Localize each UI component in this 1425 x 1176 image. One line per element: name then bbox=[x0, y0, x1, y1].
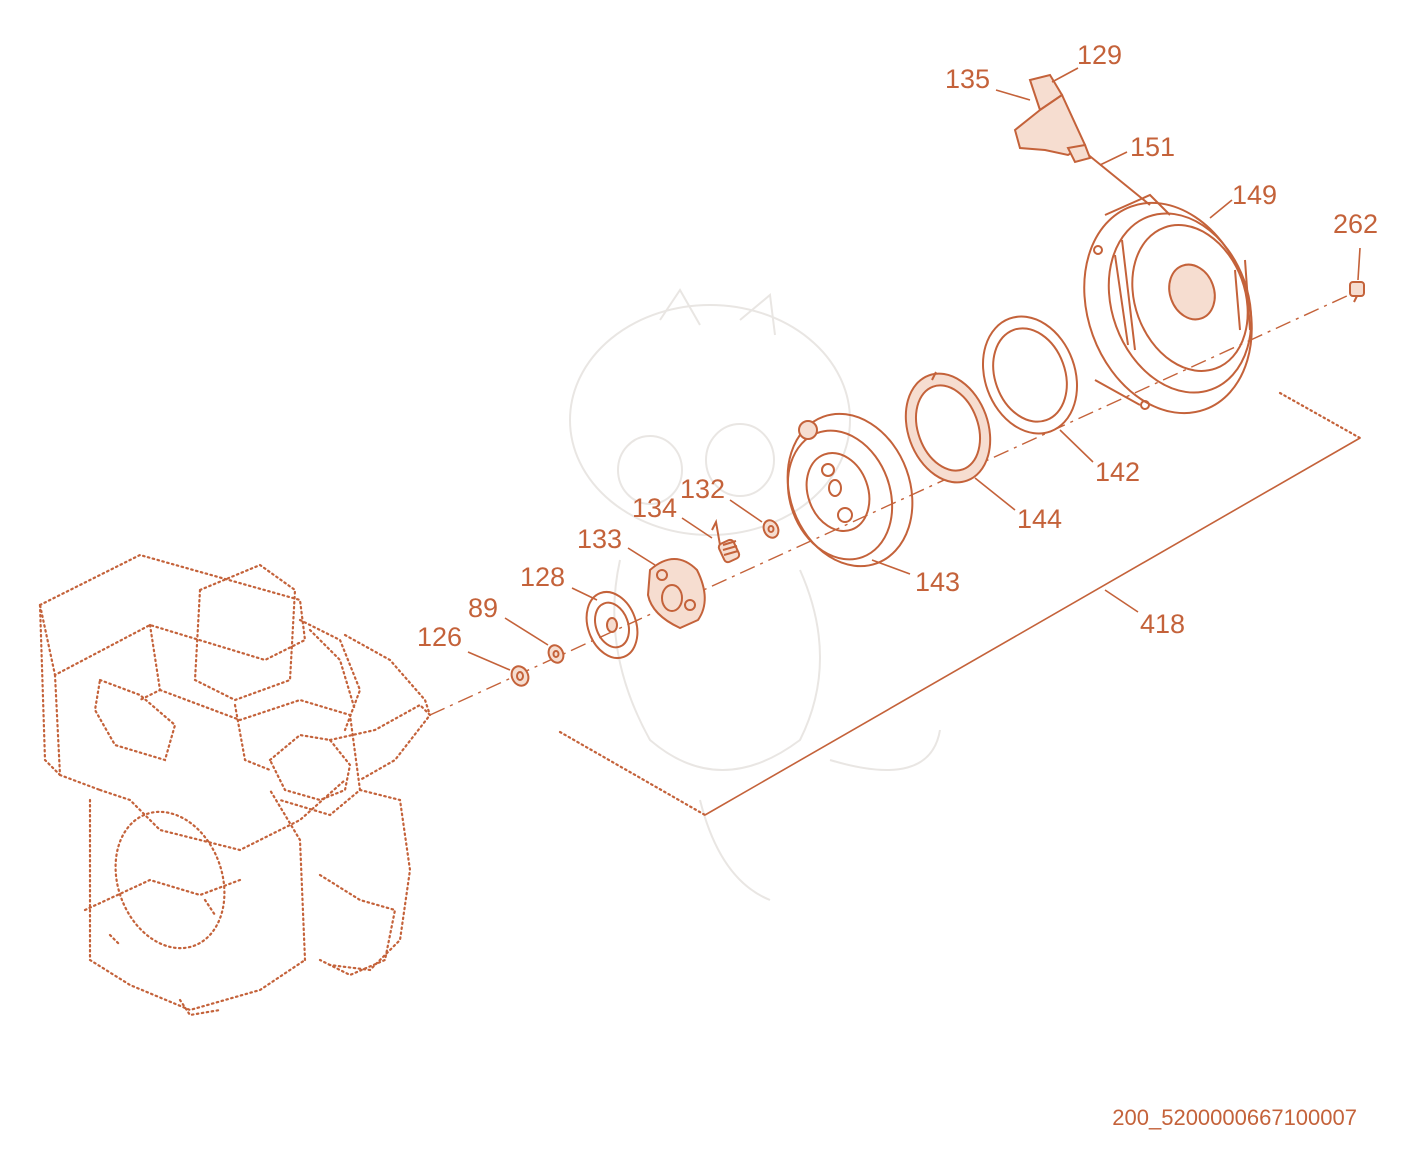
starter-housing-part bbox=[1083, 193, 1253, 415]
callout-128: 128 bbox=[520, 562, 565, 592]
callout-129: 129 bbox=[1077, 40, 1122, 70]
callout-149: 149 bbox=[1232, 180, 1277, 210]
assembly-axis bbox=[429, 289, 1361, 716]
leader-143 bbox=[871, 559, 911, 575]
leader-142 bbox=[1059, 429, 1094, 463]
callout-126: 126 bbox=[417, 622, 462, 652]
leader-126 bbox=[467, 651, 511, 671]
washer-part bbox=[547, 644, 565, 664]
small-washer-part bbox=[762, 519, 780, 539]
leader-89 bbox=[504, 617, 549, 646]
leader-129 bbox=[1051, 67, 1079, 83]
leader-262 bbox=[1357, 247, 1361, 281]
recoil-spring-part bbox=[904, 371, 992, 484]
callout-143: 143 bbox=[915, 567, 960, 597]
callout-135: 135 bbox=[945, 64, 990, 94]
watermark-mascot bbox=[569, 288, 941, 901]
pawl-holder-part bbox=[646, 558, 706, 630]
callout-133: 133 bbox=[577, 524, 622, 554]
callout-418: 418 bbox=[1140, 609, 1185, 639]
spring-part bbox=[711, 518, 741, 564]
callout-134: 134 bbox=[632, 493, 677, 523]
leader-151 bbox=[1099, 151, 1128, 166]
callout-262: 262 bbox=[1333, 209, 1378, 239]
leader-132 bbox=[729, 499, 763, 523]
leader-418 bbox=[1104, 589, 1139, 613]
callout-132: 132 bbox=[680, 474, 725, 504]
callout-144: 144 bbox=[1017, 504, 1062, 534]
drawing-code: 200_5200000667100007 bbox=[1112, 1105, 1357, 1130]
rope-pulley-part bbox=[786, 412, 914, 568]
pull-handle-part bbox=[1013, 73, 1092, 164]
screw-part bbox=[1349, 281, 1365, 303]
leader-149 bbox=[1209, 199, 1233, 219]
leader-135 bbox=[995, 89, 1031, 101]
engine-block bbox=[38, 553, 432, 1017]
leader-144 bbox=[974, 477, 1016, 511]
group-bracket-top bbox=[1278, 391, 1362, 440]
nut-part bbox=[510, 665, 530, 687]
gasket-ring-part bbox=[981, 315, 1079, 435]
group-bracket-line bbox=[704, 437, 1361, 816]
leader-134 bbox=[681, 517, 713, 539]
callout-142: 142 bbox=[1095, 457, 1140, 487]
leader-133 bbox=[627, 547, 656, 566]
leader-128 bbox=[571, 587, 598, 601]
callout-89: 89 bbox=[468, 593, 498, 623]
ratchet-disc-part bbox=[585, 591, 639, 659]
callout-151: 151 bbox=[1130, 132, 1175, 162]
group-bracket-bottom bbox=[558, 730, 707, 817]
